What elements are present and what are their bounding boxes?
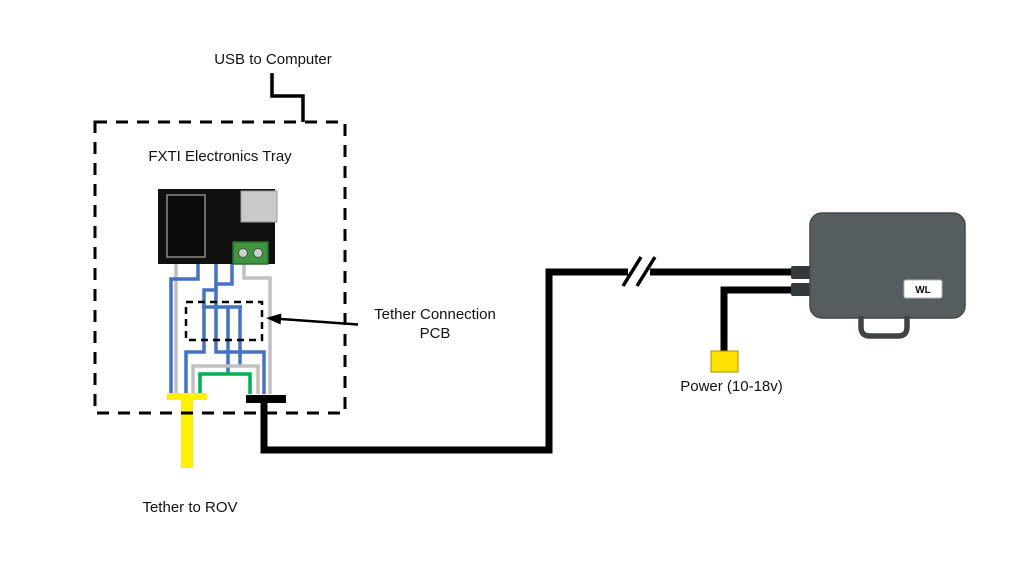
blue-wire-left [169,263,200,394]
box-connector-bottom [791,283,812,296]
enclosure-body [809,212,966,319]
mounting-clip [858,316,910,339]
usb-port [240,190,278,223]
power-connector [710,350,739,373]
wl-badge-label: WL [915,285,931,296]
terminal-screw-2 [253,248,263,258]
gray-staple-wire [191,364,260,394]
tether-connection-pcb-box [184,300,264,342]
pcb-pointer-arrow [266,313,359,326]
tether-to-rov-label: Tether to ROV [142,499,238,516]
usb-cable [270,73,305,122]
tether-cable-yellow [181,398,193,468]
interface-cable [260,268,794,454]
blue-wire-mid-2 [214,263,266,394]
power-label: Power (10-18v) [680,378,783,395]
terminal-block [232,241,269,265]
gray-wire-right [242,263,272,394]
black-terminal-bar [246,395,286,403]
green-staple-wire [198,372,252,394]
power-cable [720,286,794,352]
usb-to-computer-label: USB to Computer [214,51,332,68]
fathom-x-board [158,189,278,265]
fxti-tray-label: FXTI Electronics Tray [148,148,292,165]
tether-connection-pcb-label: Tether Connection PCB [374,306,496,342]
box-connector-top [791,266,812,279]
tray-wiring [169,263,272,394]
wl-badge [903,279,943,299]
tether-terminal-bar [167,393,207,400]
cable-break-symbol [621,256,657,287]
terminal-screw-1 [238,248,248,258]
board-module [166,194,206,258]
interface-box: WL [791,212,966,339]
